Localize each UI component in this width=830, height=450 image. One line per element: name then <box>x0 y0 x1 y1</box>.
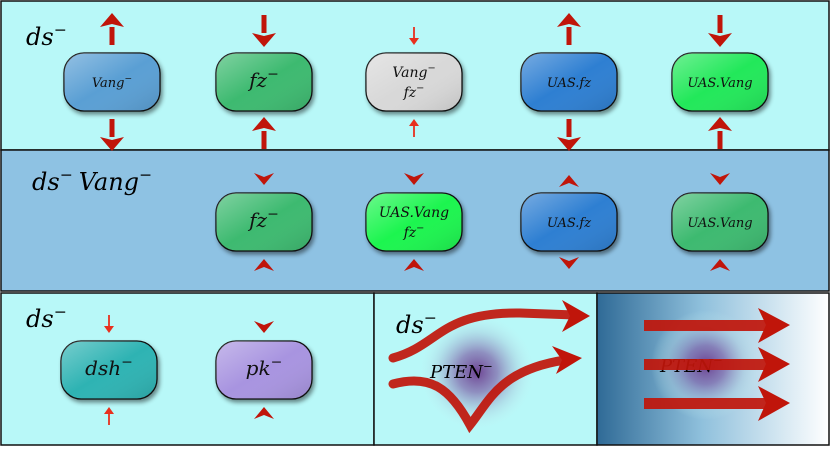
top-node-3: Vang− fz− <box>365 52 463 112</box>
bottom-node-2-label-1: pk− <box>246 355 283 380</box>
middle-node-2-label-1: UAS.Vang <box>379 205 449 221</box>
middle-node-3-arrow-down <box>559 257 579 269</box>
middle-node-1: fz− <box>215 192 313 252</box>
middle-node-1-arrow-up <box>254 259 274 271</box>
bottom-node-2: pk− <box>215 340 313 400</box>
top-node-5: UAS.Vang <box>671 52 769 112</box>
flow-arrow-lower-head <box>552 346 582 374</box>
top-node-1-arrow-up <box>100 13 124 45</box>
flow-arrow-lower <box>388 355 570 434</box>
flow-arrow-upper-head <box>562 300 590 332</box>
top-node-3-label-2: fz− <box>403 83 425 101</box>
middle-node-4: UAS.Vang <box>671 192 769 252</box>
bottom-node-1-gloss <box>61 341 157 399</box>
top-node-1-arrow-down <box>100 119 124 151</box>
middle-node-4-gloss <box>672 193 768 251</box>
middle-node-2: UAS.Vang fz− <box>365 192 463 252</box>
bottom-node-2-arrow-down <box>254 321 274 333</box>
bottom-node-1-arrow-down <box>104 315 114 333</box>
top-node-2-arrow-up <box>252 117 276 149</box>
top-node-2-arrow-down <box>252 15 276 47</box>
panel-bottom-left-label: ds− <box>26 303 67 333</box>
top-node-5-label-1: UAS.Vang <box>687 76 752 91</box>
top-node-4: UAS.fz <box>520 52 618 112</box>
middle-node-1-gloss <box>216 193 312 251</box>
panel-bottom-mid-label: ds− <box>396 309 437 339</box>
middle-node-1-arrow-down <box>254 173 274 185</box>
pten-blob-mid <box>419 314 535 430</box>
top-node-4-arrow-up <box>557 13 581 45</box>
middle-node-3: UAS.fz <box>520 192 618 252</box>
middle-node-4-arrow-down <box>710 173 730 185</box>
middle-node-1-label-1: fz− <box>247 207 279 232</box>
middle-node-3-label-1: UAS.fz <box>547 216 591 231</box>
top-node-3-arrow-up <box>409 119 419 137</box>
middle-node-4-label-1: UAS.Vang <box>687 216 752 231</box>
bottom-node-1: dsh− <box>60 340 158 400</box>
middle-node-3-gloss <box>521 193 617 251</box>
bottom-node-1-label-1: dsh− <box>85 355 133 380</box>
bottom-node-1-arrow-up <box>104 407 114 425</box>
top-node-4-gloss <box>521 53 617 111</box>
middle-node-4-arrow-up <box>710 259 730 271</box>
middle-node-2-arrow-down <box>404 173 424 185</box>
top-node-4-label-1: UAS.fz <box>547 76 591 91</box>
middle-node-2-label-2: fz− <box>403 223 425 241</box>
top-node-4-arrow-down <box>557 119 581 151</box>
top-node-3-gloss <box>366 53 462 111</box>
panel-middle-label: ds−Vang− <box>32 166 152 196</box>
top-node-5-arrow-down <box>708 15 732 47</box>
flow-arrow-upper <box>388 308 580 363</box>
top-node-2-label-1: fz− <box>247 67 279 92</box>
top-node-2-gloss <box>216 53 312 111</box>
flow-arrows-straight <box>644 308 790 421</box>
top-node-5-arrow-up <box>708 117 732 149</box>
middle-node-2-arrow-up <box>404 259 424 271</box>
top-node-3-label-1: Vang− <box>392 63 435 81</box>
top-node-5-gloss <box>672 53 768 111</box>
bottom-node-2-arrow-up <box>254 407 274 419</box>
top-node-1-gloss <box>64 53 160 111</box>
top-node-1-label-1: Vang− <box>92 75 132 91</box>
pten-label-mid: PTEN− <box>429 359 493 383</box>
top-node-2: fz− <box>215 52 313 112</box>
top-node-3-arrow-down <box>409 27 419 45</box>
middle-node-3-arrow-up <box>559 175 579 187</box>
panel-top-label: ds− <box>26 21 67 51</box>
middle-node-2-gloss <box>366 193 462 251</box>
top-node-1: Vang− <box>63 52 161 112</box>
bottom-node-2-gloss <box>216 341 312 399</box>
